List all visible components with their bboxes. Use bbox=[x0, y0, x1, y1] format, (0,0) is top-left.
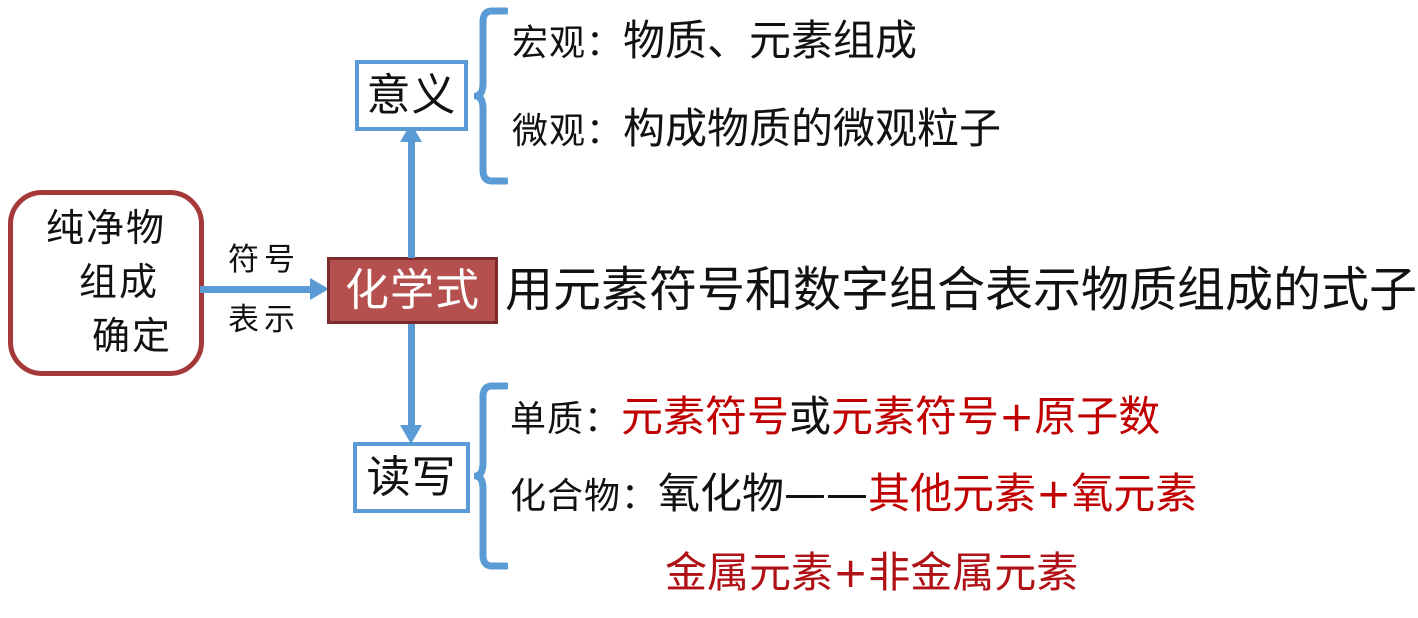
branch-item-micro-content: 构成物质的微观粒子 bbox=[623, 104, 1002, 153]
branch-item-micro: 微观：构成物质的微观粒子 bbox=[512, 108, 1001, 150]
arrow-up-shaft bbox=[408, 140, 415, 258]
pure-substance-line-2: 组成 bbox=[78, 260, 159, 305]
brace-meaning-icon bbox=[474, 6, 508, 186]
brace-reading-writing-icon bbox=[474, 381, 508, 571]
connector-label-bottom: 表示 bbox=[228, 302, 300, 338]
symbol-representation-connector: 符号 表示 bbox=[200, 232, 332, 348]
branch-item-compound: 化合物：氧化物——其他元素+氧元素 bbox=[510, 473, 1197, 515]
branch-item-macro-label: 宏观： bbox=[512, 23, 624, 64]
branch-item-macro: 宏观：物质、元素组成 bbox=[512, 20, 917, 62]
pure-substance-line-1: 纯净物 bbox=[45, 206, 166, 251]
reading-writing-node-label: 读写 bbox=[366, 451, 457, 503]
branch-item-element-red-1: 元素符号 bbox=[621, 392, 790, 441]
branch-item-macro-content: 物质、元素组成 bbox=[623, 16, 918, 65]
branch-item-metal: 金属元素+非金属元素 bbox=[665, 552, 1078, 594]
connector-arrow-head-icon bbox=[310, 278, 329, 300]
branch-item-element-label: 单质： bbox=[510, 399, 622, 440]
branch-item-micro-label: 微观： bbox=[512, 111, 624, 152]
chemical-formula-label: 化学式 bbox=[345, 264, 480, 316]
meaning-node-label: 意义 bbox=[366, 69, 457, 121]
reading-writing-node: 读写 bbox=[353, 442, 470, 513]
branch-item-element: 单质：元素符号或元素符号+原子数 bbox=[510, 396, 1160, 438]
chemical-formula-node: 化学式 bbox=[327, 257, 498, 324]
branch-item-element-black: 或 bbox=[789, 392, 832, 441]
branch-item-compound-label: 化合物： bbox=[510, 476, 659, 517]
chemical-formula-definition: 用元素符号和数字组合表示物质组成的式子 bbox=[505, 262, 1418, 318]
pure-substance-line-3: 确定 bbox=[91, 313, 172, 358]
branch-item-element-red-2: 元素符号+原子数 bbox=[831, 392, 1161, 441]
branch-item-compound-red: 其他元素+氧元素 bbox=[868, 469, 1198, 518]
branch-item-metal-red: 金属元素+非金属元素 bbox=[665, 548, 1079, 597]
branch-item-compound-black: 氧化物—— bbox=[658, 469, 869, 518]
arrow-down-shaft bbox=[408, 324, 415, 427]
connector-label-top: 符号 bbox=[228, 242, 300, 278]
pure-substance-node: 纯净物 组成 确定 bbox=[8, 190, 204, 376]
connector-arrow-shaft bbox=[200, 286, 312, 293]
arrow-down-head-icon bbox=[400, 425, 422, 444]
meaning-node: 意义 bbox=[355, 60, 468, 131]
